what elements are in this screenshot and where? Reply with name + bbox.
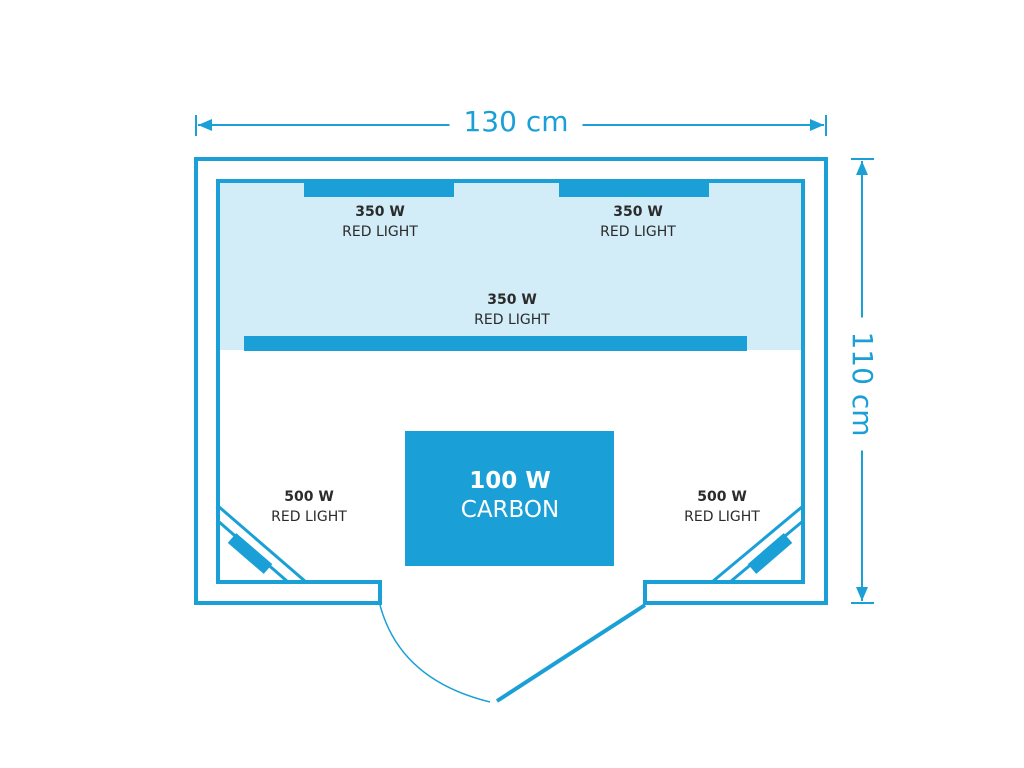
heater-corner-left-bar (227, 533, 273, 574)
heater-back-bench-bar (244, 336, 747, 351)
width-dimension-label: 130 cm (449, 108, 583, 136)
height-dimension-label: 110 cm (846, 317, 879, 451)
bench-zone (220, 183, 802, 350)
heater-back-bench-watt: 350 W (487, 292, 537, 308)
heater-carbon-kind: CARBON (460, 497, 560, 523)
heater-back-bench-kind: RED LIGHT (474, 312, 550, 328)
heater-top-left-label: 350 W RED LIGHT (342, 205, 418, 239)
heater-corner-right-bar (747, 533, 793, 574)
door-leaf (495, 603, 647, 703)
heater-top-right-kind: RED LIGHT (600, 224, 676, 240)
heater-top-left-kind: RED LIGHT (342, 224, 418, 240)
height-arrow-bottom (856, 587, 868, 601)
corner-left-edge-outer (217, 504, 307, 584)
inner-wall (216, 179, 805, 584)
corner-right-edge-outer (711, 504, 804, 584)
heater-top-right-label: 350 W RED LIGHT (600, 205, 676, 239)
heater-top-left-watt: 350 W (355, 204, 405, 220)
heater-corner-left-label: 500 W RED LIGHT (271, 490, 347, 524)
heater-corner-right-kind: RED LIGHT (684, 509, 760, 525)
heater-corner-left-kind: RED LIGHT (271, 509, 347, 525)
heater-carbon-label: 100 W CARBON (461, 470, 559, 522)
heater-corner-right-watt: 500 W (697, 489, 747, 505)
heater-top-right-watt: 350 W (613, 204, 663, 220)
outer-wall (194, 157, 828, 605)
heater-corner-right-label: 500 W RED LIGHT (684, 490, 760, 524)
heater-top-right-bar (559, 183, 709, 197)
heater-corner-left-watt: 500 W (284, 489, 334, 505)
width-arrow-left (198, 119, 212, 131)
heater-top-left-bar (304, 183, 454, 197)
height-arrow-top (856, 161, 868, 175)
heater-back-bench-label: 350 W RED LIGHT (474, 293, 550, 327)
heater-carbon-watt: 100 W (469, 468, 551, 494)
door-swing-arc (379, 604, 491, 703)
width-arrow-right (810, 119, 824, 131)
heater-carbon-panel (405, 431, 614, 566)
